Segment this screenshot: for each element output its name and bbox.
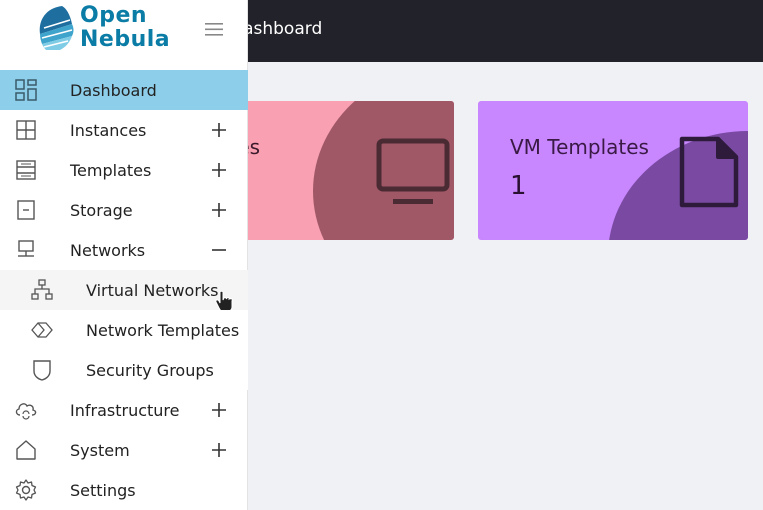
hand-cursor-icon: [215, 290, 233, 313]
system-icon: [16, 440, 36, 460]
templates-icon: [16, 160, 36, 180]
instances-icon: [16, 120, 36, 140]
logo-wordmark: Open Nebula: [80, 4, 170, 52]
sidebar-item-network-templates[interactable]: Network Templates: [0, 310, 248, 350]
sidebar-item-instances[interactable]: Instances: [0, 110, 248, 150]
networks-icon: [18, 240, 34, 257]
vm-templates-card[interactable]: VM Templates 1: [478, 101, 748, 240]
sidebar-item-label: System: [70, 440, 130, 460]
logo-text-nebula: Nebula: [80, 27, 171, 52]
minus-icon[interactable]: [210, 241, 228, 259]
sidebar-item-security-groups[interactable]: Security Groups: [0, 350, 248, 390]
sidebar-item-infrastructure[interactable]: Infrastructure: [0, 390, 248, 430]
sidebar-item-networks[interactable]: Networks: [0, 230, 248, 270]
card-label: VM Templates: [510, 135, 649, 159]
card-decoration: [313, 101, 454, 240]
sidebar-item-storage[interactable]: Storage: [0, 190, 248, 230]
card-count: 1: [510, 171, 527, 201]
plus-icon[interactable]: [210, 201, 228, 219]
sidebar-item-label: Virtual Networks: [86, 280, 219, 300]
images-card[interactable]: Images: [225, 101, 454, 240]
sidebar-item-label: Settings: [70, 480, 136, 500]
virtual-networks-icon: [31, 279, 53, 300]
plus-icon[interactable]: [210, 401, 228, 419]
page-title: Dashboard: [230, 19, 323, 39]
file-icon: [679, 136, 739, 208]
logo-mark-icon: [39, 6, 74, 50]
sidebar-item-label: Security Groups: [86, 360, 214, 380]
sidebar-item-system[interactable]: System: [0, 430, 248, 470]
sidebar-nav: Dashboard Instances Templates: [0, 70, 248, 510]
sidebar-item-settings[interactable]: Settings: [0, 470, 248, 510]
hamburger-icon[interactable]: [203, 20, 225, 38]
gear-icon: [15, 479, 37, 501]
opennebula-logo[interactable]: Open Nebula: [36, 4, 186, 54]
storage-icon: [17, 200, 35, 220]
infrastructure-icon: [15, 403, 37, 420]
sidebar-item-templates[interactable]: Templates: [0, 150, 248, 190]
plus-icon[interactable]: [210, 441, 228, 459]
sidebar-item-virtual-networks[interactable]: Virtual Networks: [0, 270, 248, 313]
shield-icon: [33, 360, 51, 381]
plus-icon[interactable]: [210, 121, 228, 139]
logo-text-open: Open: [80, 3, 148, 28]
dashboard-icon: [15, 79, 37, 101]
sidebar-item-label: Storage: [70, 200, 133, 220]
sidebar: Open Nebula Dashboard Instances: [0, 0, 248, 510]
plus-icon[interactable]: [210, 161, 228, 179]
sidebar-item-label: Instances: [70, 120, 147, 140]
sidebar-item-label: Infrastructure: [70, 400, 180, 420]
sidebar-item-label: Templates: [70, 160, 152, 180]
sidebar-item-label: Network Templates: [86, 320, 240, 340]
network-templates-icon: [31, 322, 53, 338]
monitor-icon: [376, 138, 450, 204]
sidebar-item-dashboard[interactable]: Dashboard: [0, 70, 248, 110]
sidebar-item-label: Dashboard: [70, 80, 157, 100]
sidebar-item-label: Networks: [70, 240, 146, 260]
